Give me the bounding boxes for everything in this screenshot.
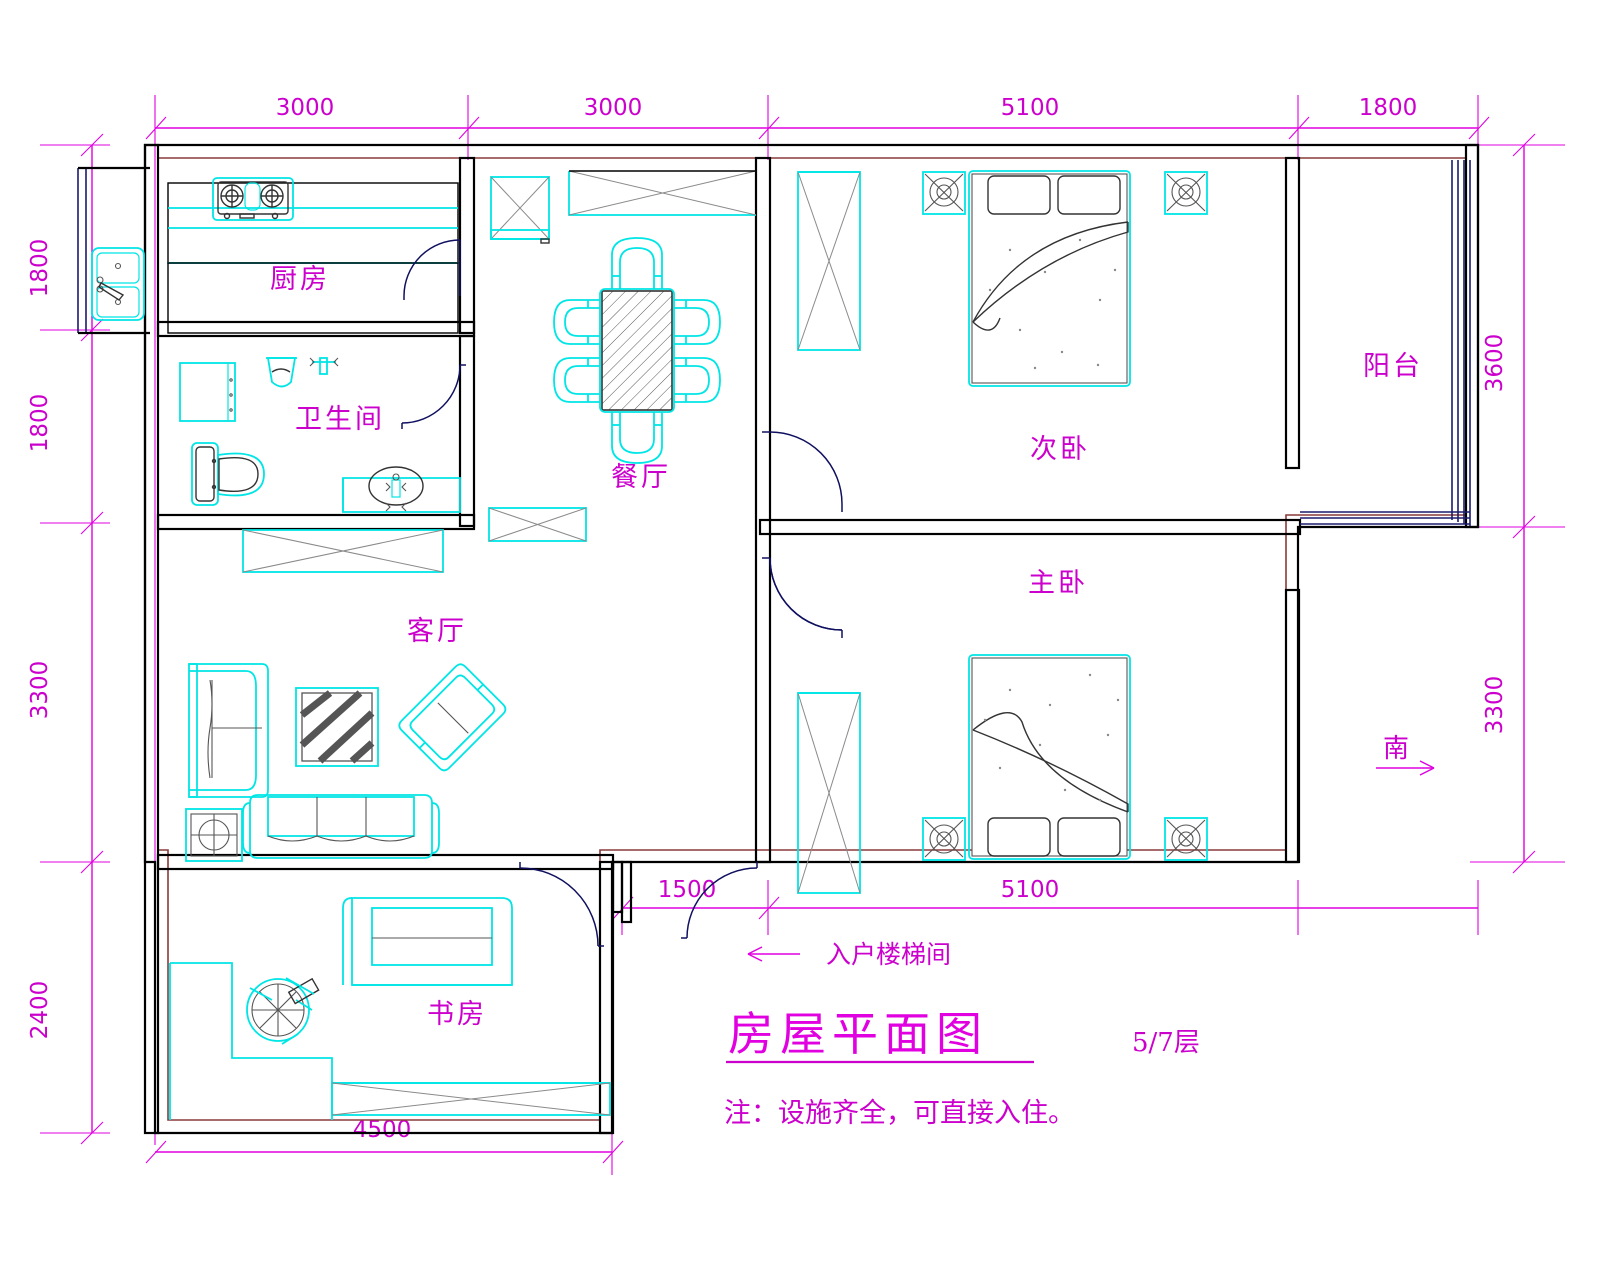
nightstand-left-master [922,817,966,861]
drawing-note: 注：设施齐全，可直接入住。 [724,1098,1075,1129]
toilet-icon [191,442,265,506]
study-furniture [169,897,611,1120]
living-room-furniture [185,507,587,862]
dining-furniture [490,170,757,464]
side-table-icon [185,808,243,862]
room-label-balcony: 阳台 [1363,351,1423,382]
dimension-group-bottom: 1500 5100 4500 [145,877,1479,1175]
upper-cabinet [568,170,757,216]
dim-right-2: 3300 [1482,676,1508,735]
entry-door [620,860,758,939]
corner-desk-icon [169,962,333,1120]
armchair-left-icon [188,663,269,798]
study-door [519,862,604,947]
kitchen-door [403,239,461,300]
second-bedroom-wardrobe [797,171,861,351]
room-label-bathroom: 卫生间 [295,404,385,435]
dim-top-4: 1800 [1359,95,1418,121]
master-bedroom-door [762,557,843,638]
study-sofa-icon [342,897,513,986]
dimension-group-top: 3000 3000 5100 1800 [145,95,1490,1145]
dim-bottom-1500: 1500 [658,877,717,903]
dim-left-3: 3300 [27,661,53,720]
entry-label: 入户楼梯间 [826,940,951,969]
nightstand-right-master [1164,817,1208,861]
armchair-right-icon [398,663,507,772]
dimension-group-left: 1800 1800 3300 2400 [27,133,110,1145]
dim-bottom-4500: 4500 [353,1117,412,1143]
floor-label: 5/7层 [1132,1028,1200,1058]
entry-annotation: 入户楼梯间 [747,940,951,969]
sofa-icon [242,794,440,859]
wash-basin-icon [342,466,461,513]
room-label-master-bedroom: 主卧 [1028,568,1088,599]
room-label-kitchen: 厨房 [270,264,330,295]
dimension-group-right: 3600 3300 [1470,133,1565,874]
dining-table-icon [599,288,675,413]
kitchen-sink-fixture [91,247,145,321]
second-bedroom-furniture [797,170,1208,387]
master-bedroom-wardrobe [797,692,861,894]
orientation-indicator: 南 [1376,734,1435,776]
kitchen-furniture [167,177,459,334]
outer-walls [77,143,1480,1135]
coffee-table-icon [295,687,379,767]
dim-left-4: 2400 [27,981,53,1040]
refrigerator-icon [490,176,550,244]
dim-right-1: 3600 [1482,334,1508,393]
title-block: 房屋平面图 5/7层 注：设施齐全，可直接入住。 [724,1007,1200,1129]
bed-master-icon [968,654,1131,860]
bed-second-icon [968,170,1131,387]
dim-bottom-5100: 5100 [1001,877,1060,903]
bathroom-fixtures [179,357,461,513]
nightstand-right-second [1164,171,1208,215]
drawing-title: 房屋平面图 [728,1007,988,1061]
office-chair-icon [246,977,320,1045]
dim-top-1: 3000 [276,95,335,121]
room-label-dining: 餐厅 [611,462,671,493]
room-label-second-bedroom: 次卧 [1030,434,1090,465]
south-label: 南 [1383,734,1409,764]
room-labels: 厨房 卫生间 餐厅 客厅 书房 次卧 主卧 阳台 [270,264,1423,1030]
cabinet-strip-left [242,529,444,573]
room-label-study: 书房 [427,999,487,1030]
dim-left-2: 1800 [27,394,53,453]
internal-walls [156,156,1471,1135]
cabinet-strip-right [488,507,587,542]
study-window [331,1082,611,1116]
second-bedroom-door [762,431,843,512]
wall-basin-icon [266,357,297,388]
dining-chairs [553,237,721,464]
bathroom-door [401,364,466,429]
nightstand-left-second [922,171,966,215]
master-bedroom-furniture [797,654,1208,894]
gas-cooktop-icon [212,177,294,221]
room-label-living: 客厅 [407,616,467,647]
dim-top-3: 5100 [1001,95,1060,121]
dim-top-2: 3000 [584,95,643,121]
dim-left-1: 1800 [27,239,53,298]
faucet-icon [309,357,339,375]
